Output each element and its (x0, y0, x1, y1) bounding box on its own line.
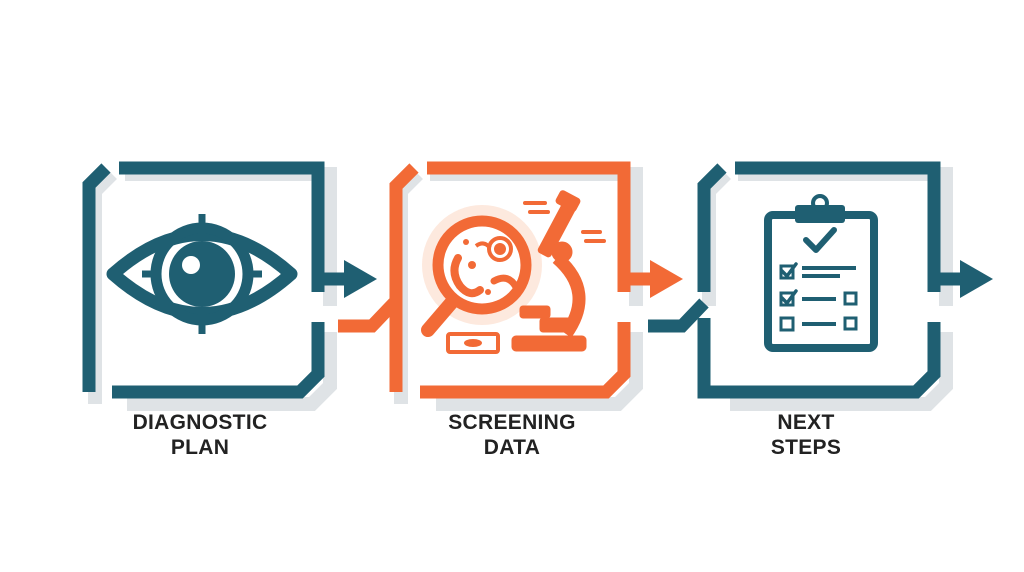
step-2-label-line2: DATA (483, 436, 541, 459)
eye-target-icon (106, 214, 298, 334)
microscope-magnifier-icon (421, 190, 606, 354)
step-1-label: DIAGNOSTIC PLAN (80, 410, 320, 460)
step-2-label: SCREENING DATA (392, 410, 632, 460)
step-3-label-line1: NEXT (777, 411, 835, 434)
arrow-2-to-3 (624, 260, 683, 298)
step-2-frame (338, 161, 643, 411)
step-3-label-line2: STEPS (770, 436, 842, 459)
step-3-frame (648, 161, 953, 411)
arrow-3-out (934, 260, 993, 298)
step-2-label-line1: SCREENING (448, 411, 576, 434)
step-1-label-line2: PLAN (170, 436, 230, 459)
step-1-label-line1: DIAGNOSTIC (132, 411, 268, 434)
arrow-1-to-2 (318, 260, 377, 298)
clipboard-checklist-icon (764, 194, 878, 352)
step-1-frame (82, 161, 337, 411)
step-3-label: NEXT STEPS (686, 410, 926, 460)
